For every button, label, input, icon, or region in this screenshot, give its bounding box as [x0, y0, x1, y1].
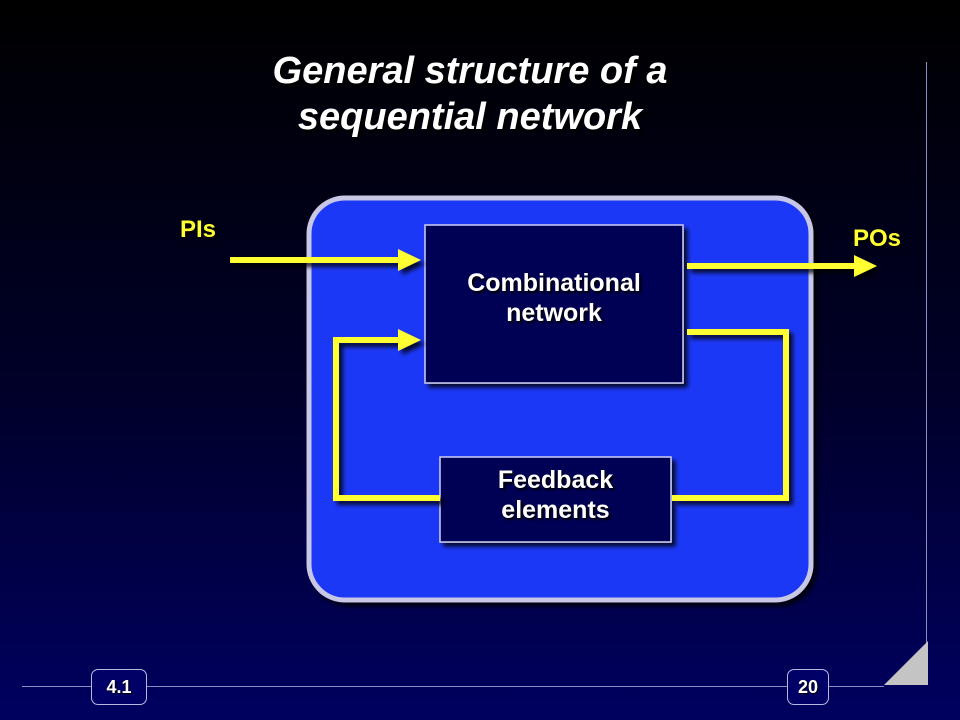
frame-bottom-line — [22, 686, 884, 687]
combinational-label-line2: network — [506, 299, 602, 327]
feedback-return-wire — [333, 337, 440, 501]
output-label: POs — [853, 225, 902, 252]
slide-title: General structure of a sequential networ… — [180, 48, 760, 140]
frame-right-line — [926, 62, 927, 666]
combinational-label-line1: Combinational — [467, 269, 641, 297]
input-label: PIs — [180, 216, 217, 243]
combinational-network-label: Combinational network — [425, 268, 683, 328]
slide-title-line1: General structure of a — [272, 50, 668, 92]
page-number-badge: 20 — [787, 669, 829, 705]
section-number-badge: 4.1 — [91, 669, 147, 705]
feedback-label-line2: elements — [501, 496, 610, 524]
state-output-wire — [672, 329, 789, 501]
output-arrowhead — [854, 255, 877, 277]
feedback-label-line1: Feedback — [497, 466, 614, 494]
input-arrowhead — [398, 249, 421, 271]
feedback-arrowhead — [398, 329, 421, 351]
slide-title-line2: sequential network — [297, 96, 643, 138]
feedback-elements-label: Feedback elements — [440, 465, 671, 525]
combinational-network-node — [424, 224, 684, 384]
